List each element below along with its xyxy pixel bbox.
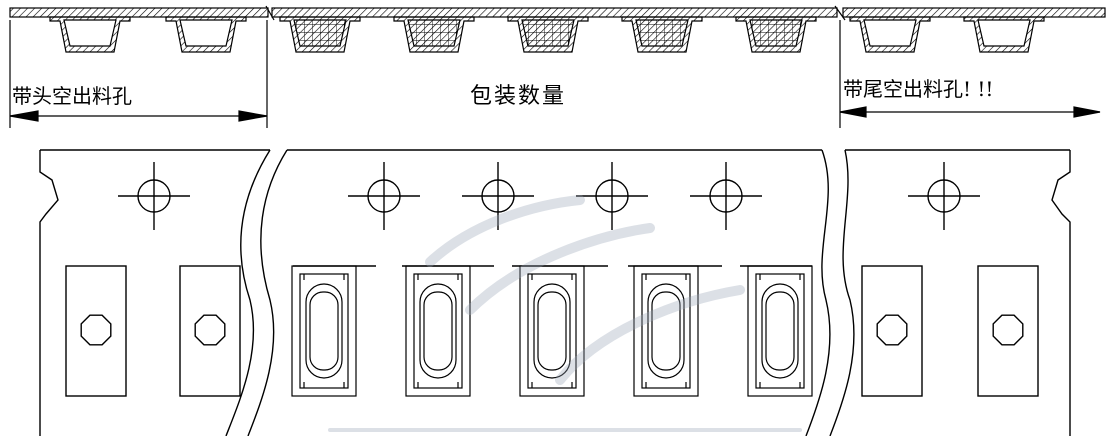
leader-empty-label: 带头空出料孔 (12, 84, 132, 108)
filled-pocket-section (393, 16, 475, 53)
component (633, 265, 699, 397)
empty-pocket-section (849, 16, 931, 53)
tape-plan-view (39, 149, 1071, 436)
empty-pocket (179, 265, 241, 397)
watermark (328, 195, 802, 432)
component (405, 265, 471, 397)
empty-pocket (861, 265, 923, 397)
filled-pocket-section (735, 16, 817, 53)
dimension-lines (9, 20, 1101, 128)
sprocket-hole-icon (118, 162, 190, 230)
sprocket-holes (118, 162, 980, 230)
component (747, 265, 813, 397)
empty-pocket (977, 265, 1039, 397)
empty-pocket-section (963, 16, 1045, 53)
component (291, 265, 357, 397)
component (519, 265, 585, 397)
empty-pocket-section (49, 16, 131, 53)
filled-pocket-section (279, 16, 361, 53)
cross-section-strip (9, 5, 1106, 53)
sprocket-hole-icon (348, 162, 420, 230)
sprocket-hole-icon (576, 162, 648, 230)
empty-pocket (65, 265, 127, 397)
sprocket-hole-icon (690, 162, 762, 230)
packed-components (291, 265, 813, 397)
sprocket-hole-icon (908, 162, 980, 230)
sprocket-hole-icon (462, 162, 534, 230)
empty-pocket-section (165, 16, 247, 53)
empty-pockets (65, 265, 1039, 397)
trailer-empty-label: 带尾空出料孔! !! (843, 77, 994, 101)
filled-pocket-section (621, 16, 703, 53)
filled-pocket-section (507, 16, 589, 53)
packing-quantity-label: 包装数量 (470, 84, 567, 109)
